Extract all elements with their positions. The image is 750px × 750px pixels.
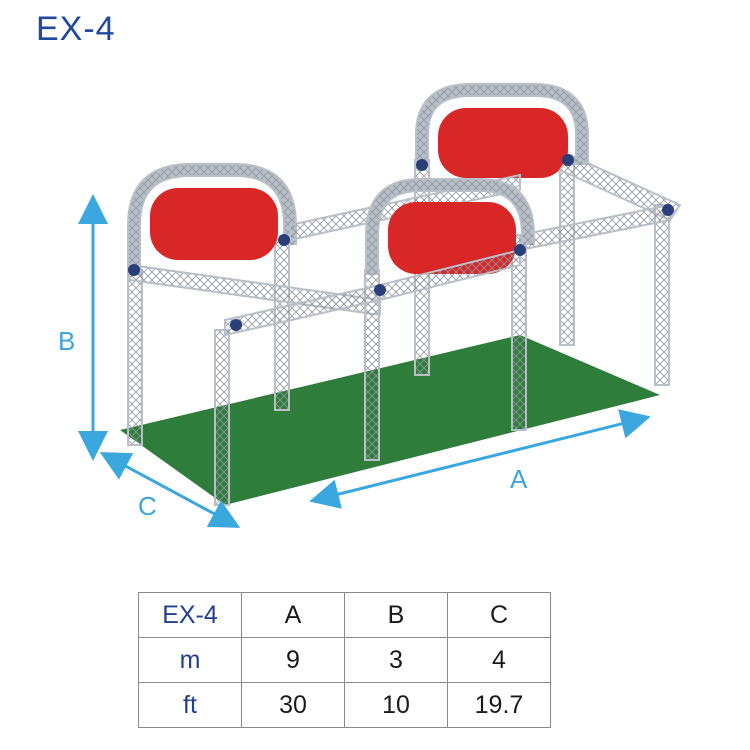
table-cell: 9 [241, 637, 345, 683]
table-row: m 9 3 4 [138, 637, 551, 683]
banner-front-right [388, 202, 516, 274]
dimension-arrow-c [99, 452, 241, 528]
floor-carpet [120, 335, 660, 505]
table-row-unit: m [138, 637, 242, 683]
table-cell: 19.7 [447, 682, 551, 728]
table-header-row: EX-4 A B C [138, 592, 551, 638]
banner-back-right [438, 108, 568, 178]
dimension-arrow-a [309, 409, 651, 509]
table-header-cell: C [447, 592, 551, 638]
dimension-label-a: A [510, 464, 528, 494]
page-title: EX-4 [36, 10, 116, 48]
booth-diagram: B C A [58, 83, 682, 528]
table-header-cell: EX-4 [138, 592, 242, 638]
table-cell: 30 [241, 682, 345, 728]
dimension-label-b: B [58, 326, 75, 356]
truss-booth-illustration: B C A [58, 83, 682, 528]
table-header-cell: A [241, 592, 345, 638]
table-cell: 10 [344, 682, 448, 728]
table-header-cell: B [344, 592, 448, 638]
banner-back-left [150, 188, 278, 260]
table-row: ft 30 10 19.7 [138, 682, 551, 728]
table-row-unit: ft [138, 682, 242, 728]
table-cell: 3 [344, 637, 448, 683]
dimension-label-c: C [138, 491, 157, 521]
spec-table: EX-4 A B C m 9 3 4 ft 30 10 19.7 [138, 592, 551, 728]
table-cell: 4 [447, 637, 551, 683]
